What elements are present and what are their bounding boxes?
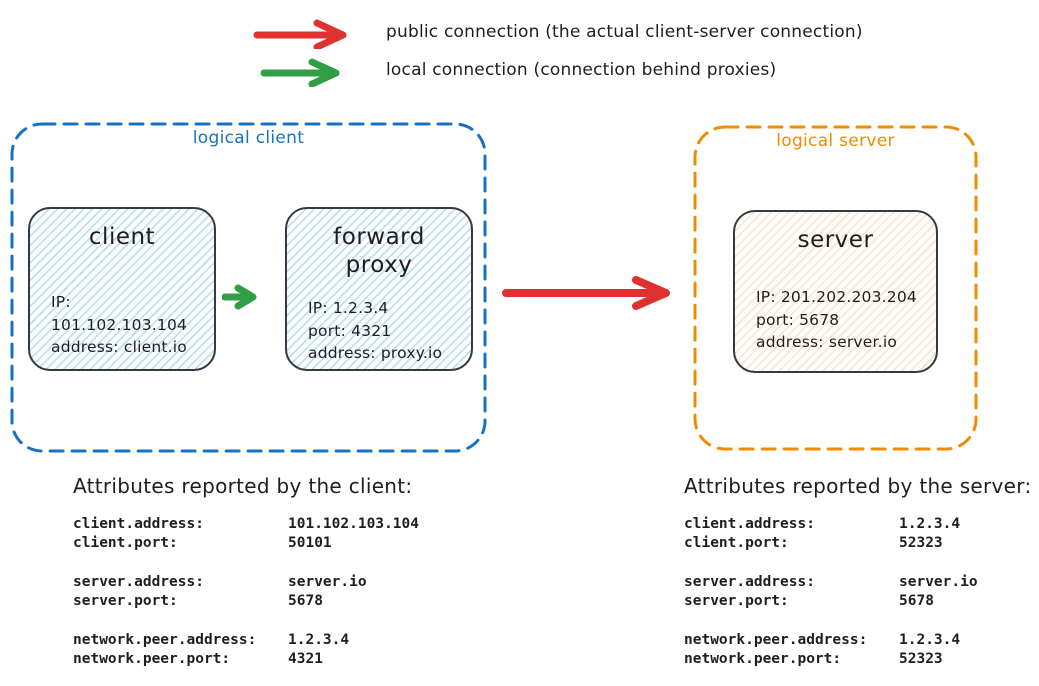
client-address: address: client.io xyxy=(51,338,187,356)
table-row: network.peer.port:52323 xyxy=(684,651,943,667)
table-row: client.port:52323 xyxy=(684,535,943,551)
client-node: client IP: 101.102.103.104 address: clie… xyxy=(28,207,216,371)
client-attributes-heading: Attributes reported by the client: xyxy=(73,474,413,498)
logical-client-label: logical client xyxy=(192,128,305,148)
forward-proxy-node-title: forward proxy xyxy=(333,224,425,278)
server-ip: IP: 201.202.203.204 xyxy=(756,288,917,306)
forward-proxy-node: forward proxy IP: 1.2.3.4 port: 4321 add… xyxy=(285,207,473,371)
logical-client-group: logical client client IP: 101.102.103.10… xyxy=(10,122,487,453)
table-row: network.peer.address:1.2.3.4 xyxy=(73,632,350,648)
client-to-proxy-local-arrow-icon xyxy=(222,284,257,310)
local-connection-arrow-icon xyxy=(260,58,340,87)
public-connection-arrow-icon xyxy=(253,19,347,49)
table-row: client.address:101.102.103.104 xyxy=(73,516,419,532)
server-attributes-section: Attributes reported by the server: clien… xyxy=(684,474,1032,686)
logical-client-border xyxy=(10,122,487,453)
client-ip: IP: 101.102.103.104 xyxy=(51,293,188,334)
client-attributes-table: client.address:101.102.103.104 client.po… xyxy=(73,515,419,669)
proxy-port: port: 4321 xyxy=(308,321,392,340)
proxy-address: address: proxy.io xyxy=(308,344,443,362)
server-node: server IP: 201.202.203.204 port: 5678 ad… xyxy=(733,210,938,373)
logical-server-label: logical server xyxy=(776,131,895,151)
client-to-server-public-arrow-icon xyxy=(502,276,670,310)
client-attributes-section: Attributes reported by the client: clien… xyxy=(73,474,419,686)
table-row: server.address:server.io xyxy=(73,574,367,590)
table-row: server.port:5678 xyxy=(684,593,934,609)
server-node-title: server xyxy=(797,227,874,253)
table-row: client.address:1.2.3.4 xyxy=(684,516,961,532)
table-row: network.peer.port:4321 xyxy=(73,651,323,667)
table-row: server.port:5678 xyxy=(73,593,323,609)
table-row: client.port:50101 xyxy=(73,535,332,551)
server-address: address: server.io xyxy=(756,333,898,351)
logical-server-border xyxy=(693,125,978,451)
table-row: network.peer.address:1.2.3.4 xyxy=(684,632,961,648)
server-attributes-table: client.address:1.2.3.4 client.port:52323… xyxy=(684,515,1032,669)
table-row: server.address:server.io xyxy=(684,574,978,590)
legend-local-connection-label: local connection (connection behind prox… xyxy=(386,60,777,80)
logical-server-group: logical server server IP: 201.202.203.20… xyxy=(693,125,978,451)
proxy-ip: IP: 1.2.3.4 xyxy=(308,299,389,317)
server-port: port: 5678 xyxy=(756,310,840,329)
server-attributes-heading: Attributes reported by the server: xyxy=(684,474,1032,498)
legend-public-connection-label: public connection (the actual client-ser… xyxy=(386,22,863,42)
client-node-title: client xyxy=(88,224,156,250)
